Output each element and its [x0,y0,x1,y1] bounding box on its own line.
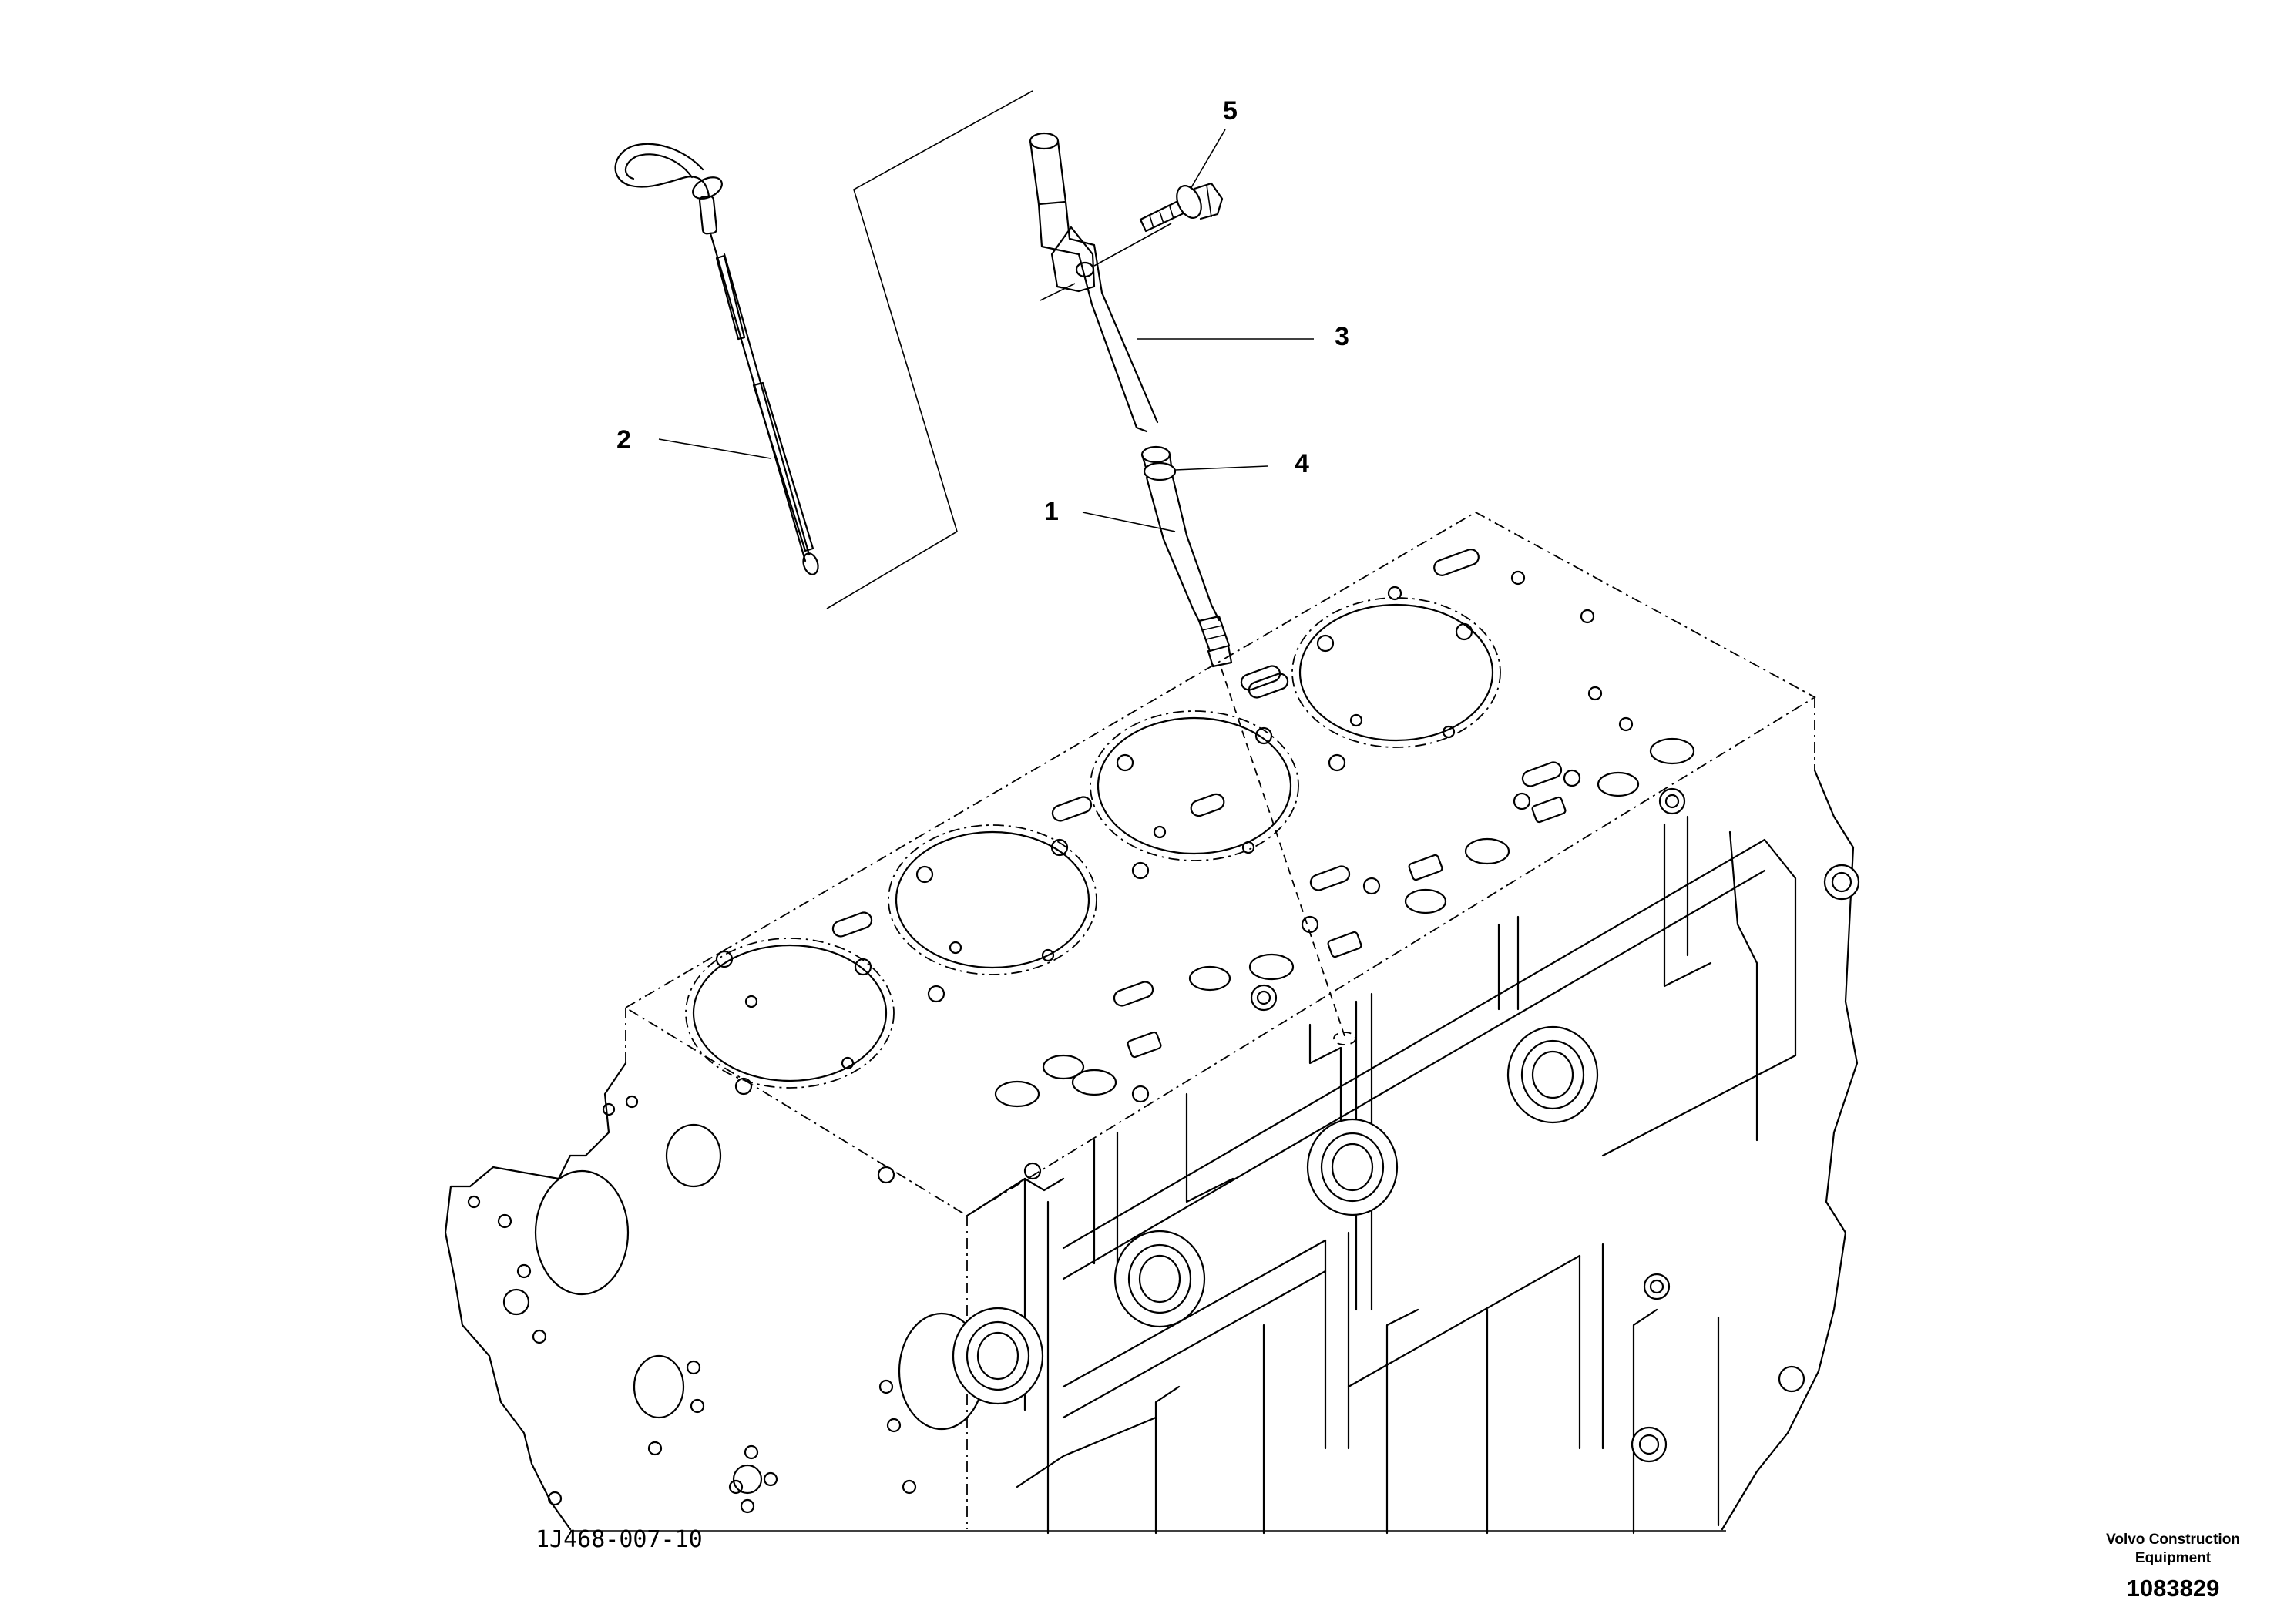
rear-plate [444,1062,627,1531]
callout-3: 3 [1335,322,1349,351]
document-number: 1083829 [2127,1575,2220,1602]
callout-5: 5 [1223,96,1238,126]
callout-4: 4 [1295,449,1309,478]
deck-holes [715,570,1634,1184]
brand-name-line2: Equipment [2135,1550,2212,1566]
engine-block [444,511,1860,1535]
coolant-passages [994,737,1695,1108]
bearing-bosses [952,1025,1599,1405]
drawing-number: 1J468-007-10 [536,1526,703,1553]
cylinder-bores [685,597,1501,1089]
callout-1: 1 [1044,497,1059,526]
assembly-bracket [826,90,1033,609]
bolt [1139,182,1224,233]
deck-slots [831,549,1567,1059]
dipstick [614,143,819,575]
callout-2: 2 [616,425,631,455]
brand-name: Volvo Construction [2106,1532,2240,1548]
guide-tube [1029,132,1356,1045]
bolt-bosses [1250,787,1860,1463]
callout-leaders [658,129,1314,532]
block-front-ribs [966,769,1859,1535]
